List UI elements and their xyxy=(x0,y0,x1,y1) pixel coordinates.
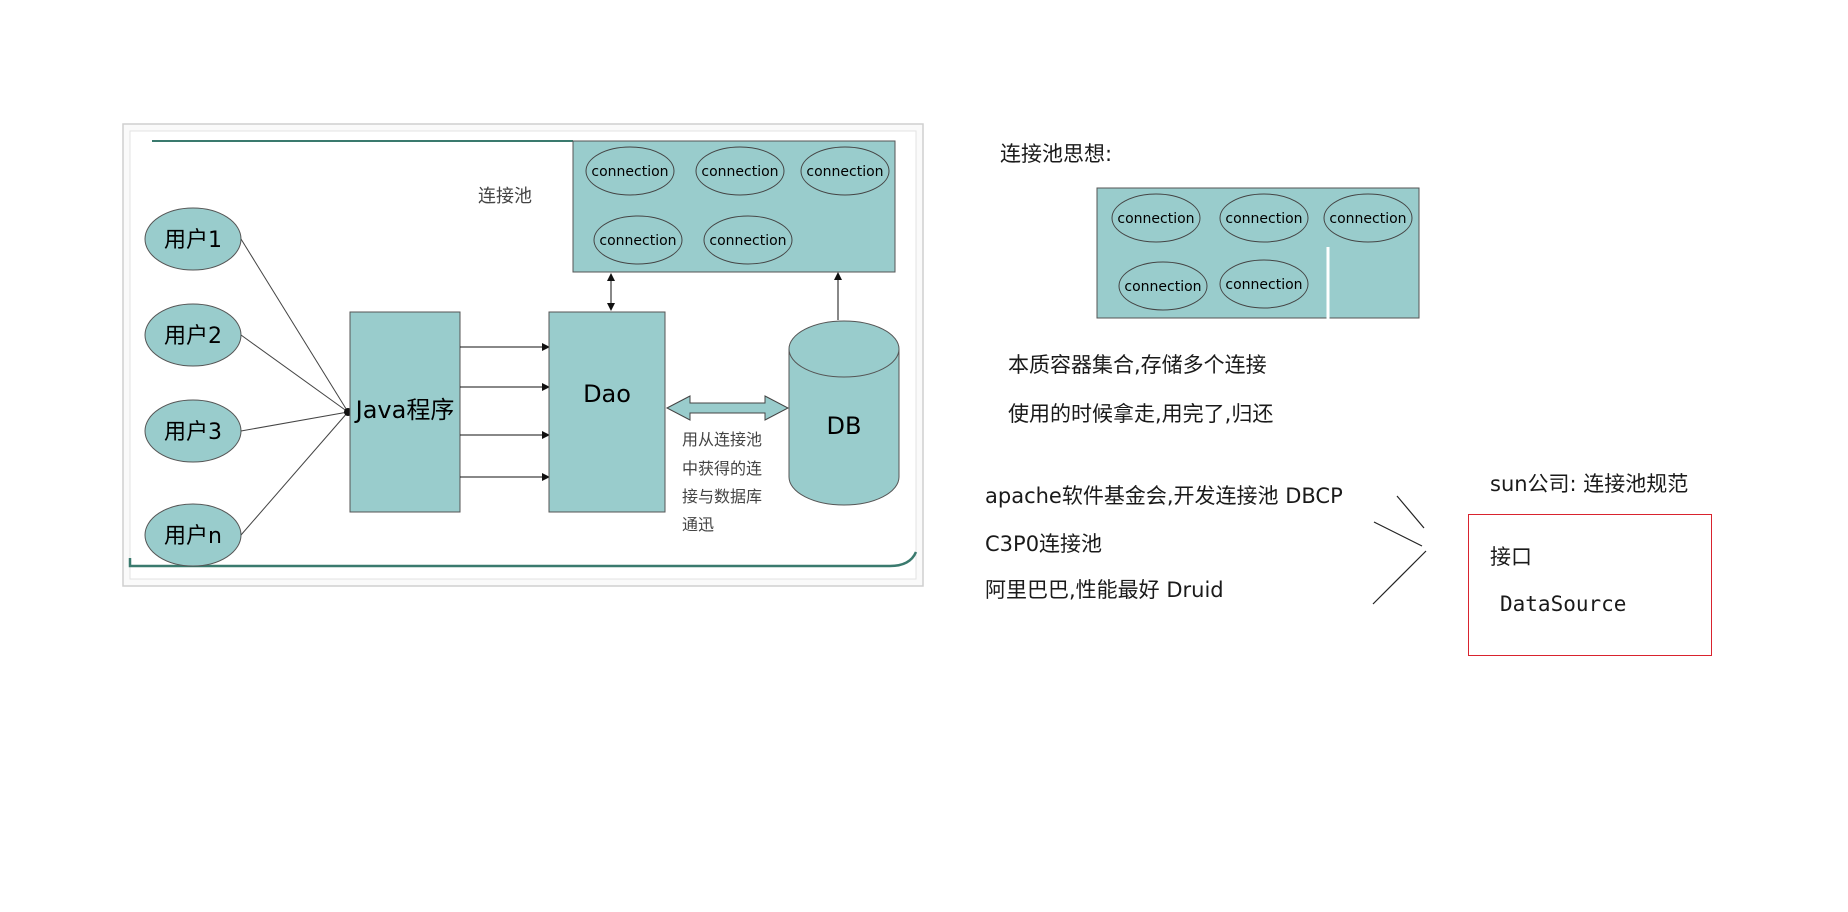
spec-interface-label: 接口 xyxy=(1490,545,1532,569)
impl-dbcp-note: apache软件基金会,开发连接池 DBCP xyxy=(985,484,1343,508)
user-node: 用户2 xyxy=(144,303,242,367)
pool-connection: connection xyxy=(593,215,683,265)
java-label: Java程序 xyxy=(354,396,455,424)
pool-idea-title: 连接池思想: xyxy=(1000,142,1113,166)
user-label: 用户1 xyxy=(164,228,222,253)
user-label: 用户2 xyxy=(164,324,222,349)
comm-note-line: 用从连接池 xyxy=(682,430,762,449)
pool-label: 连接池 xyxy=(478,186,532,207)
comm-note-line: 接与数据库 xyxy=(682,487,762,506)
spec-title: sun公司: 连接池规范 xyxy=(1490,472,1689,496)
user-label: 用户n xyxy=(164,524,222,549)
spec-box xyxy=(1468,514,1712,656)
user-node: 用户n xyxy=(144,503,242,567)
connection-label: connection xyxy=(591,164,668,180)
connection-label: connection xyxy=(701,164,778,180)
impl-druid-note: 阿里巴巴,性能最好 Druid xyxy=(985,578,1224,602)
comm-note-line: 通迅 xyxy=(682,515,714,534)
connection-label: connection xyxy=(709,233,786,249)
java-program-box xyxy=(349,311,461,513)
user-links xyxy=(240,238,349,536)
pool-connection: connection xyxy=(703,215,793,265)
pointer-strokes xyxy=(1372,495,1427,605)
user-label: 用户3 xyxy=(164,420,222,445)
connection-label: connection xyxy=(1117,211,1194,227)
mini-pool-figure: connection connection connection connect… xyxy=(1096,187,1420,320)
usage-note: 使用的时候拿走,用完了,归还 xyxy=(1008,402,1274,426)
connection-label: connection xyxy=(1124,279,1201,295)
pool-architecture-figure: connection connection connection connect… xyxy=(122,123,924,587)
user-node: 用户1 xyxy=(144,207,242,271)
mini-pool-connection: connection xyxy=(1118,261,1208,311)
connection-label: connection xyxy=(1225,211,1302,227)
mini-pool-connection: connection xyxy=(1219,259,1309,309)
bottom-rule xyxy=(128,551,918,568)
connection-label: connection xyxy=(599,233,676,249)
dao-db-double-arrow xyxy=(665,395,790,421)
mini-pool-connection: connection xyxy=(1111,193,1201,243)
mini-pool-connection: connection xyxy=(1323,193,1413,243)
user-node: 用户3 xyxy=(144,399,242,463)
connection-label: connection xyxy=(1329,211,1406,227)
dao-label: Dao xyxy=(583,380,631,408)
essence-note: 本质容器集合,存储多个连接 xyxy=(1008,353,1267,377)
impl-c3p0-note: C3P0连接池 xyxy=(985,532,1103,556)
mini-pool-connection: connection xyxy=(1219,193,1309,243)
connection-label: connection xyxy=(1225,277,1302,293)
comm-note-line: 中获得的连 xyxy=(682,459,762,478)
db-label: DB xyxy=(827,412,862,440)
db-cylinder: DB xyxy=(788,320,900,506)
pool-connection: connection xyxy=(695,146,785,196)
dao-box xyxy=(548,311,666,513)
connection-label: connection xyxy=(806,164,883,180)
spec-datasource-label: DataSource xyxy=(1500,592,1627,616)
pool-connection: connection xyxy=(585,146,675,196)
java-dao-arrows xyxy=(460,343,550,481)
pool-connection: connection xyxy=(800,146,890,196)
